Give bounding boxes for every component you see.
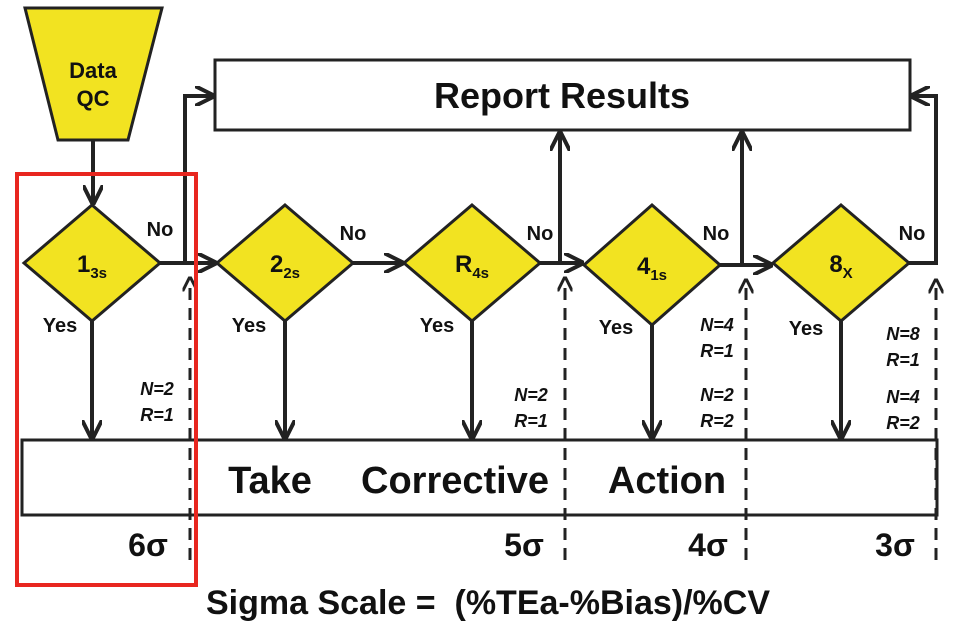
rule-4-1s-label: 41s [637,253,667,284]
report-results-label: Report Results [434,75,690,116]
yes-label-2: Yes [232,315,266,337]
corrective-action-box [20,438,939,517]
report-arrow-5 [909,96,938,265]
nr-1-r: R=1 [140,405,174,425]
data-qc-shape [23,6,164,142]
rule-1-3s-label: 13s [77,251,107,282]
nr-3-n: N=2 [514,385,548,405]
nr-1-n: N=2 [140,379,174,399]
corrective-word-action: Action [608,460,726,502]
sigma-4-label: 4σ [688,527,728,563]
corrective-word-corrective: Corrective [361,460,549,502]
rule-r-4s-label: R4s [455,251,489,282]
nr-5b-n: N=4 [886,387,920,407]
highlight-box [15,172,198,587]
data-qc-label-1: Data [69,58,117,83]
rule-2-2s-diamond [214,203,356,323]
rule-8-x-label: 8X [829,251,852,282]
no-label-1: No [147,219,174,241]
sigma-3-label: 3σ [875,527,915,563]
no-label-3: No [527,223,554,245]
nr-3-r: R=1 [514,411,548,431]
no-label-5: No [899,223,926,245]
yes-label-5: Yes [789,318,823,340]
report-results-box [213,58,912,132]
yes-label-1: Yes [43,315,77,337]
no-label-2: No [340,223,367,245]
sigma-scale-formula: Sigma Scale = (%TEa-%Bias)/%CV [206,584,770,622]
nr-4b-n: N=2 [700,385,734,405]
rule-1-3s-diamond [21,203,163,323]
data-qc-label-2: QC [77,86,110,111]
nr-5a-r: R=1 [886,350,920,370]
nr-5a-n: N=8 [886,324,920,344]
sigma-6-label: 6σ [128,527,168,563]
rule-2-2s-label: 22s [270,251,300,282]
no-label-4: No [703,223,730,245]
corrective-word-take: Take [228,460,312,502]
rule-4-1s-diamond [581,202,723,328]
yes-label-4: Yes [599,317,633,339]
nr-5b-r: R=2 [886,413,920,433]
yes-label-3: Yes [420,315,454,337]
sigma-5-label: 5σ [504,527,544,563]
nr-4a-n: N=4 [700,315,734,335]
report-arrow-1 [183,96,213,263]
nr-4b-r: R=2 [700,411,734,431]
nr-4a-r: R=1 [700,341,734,361]
